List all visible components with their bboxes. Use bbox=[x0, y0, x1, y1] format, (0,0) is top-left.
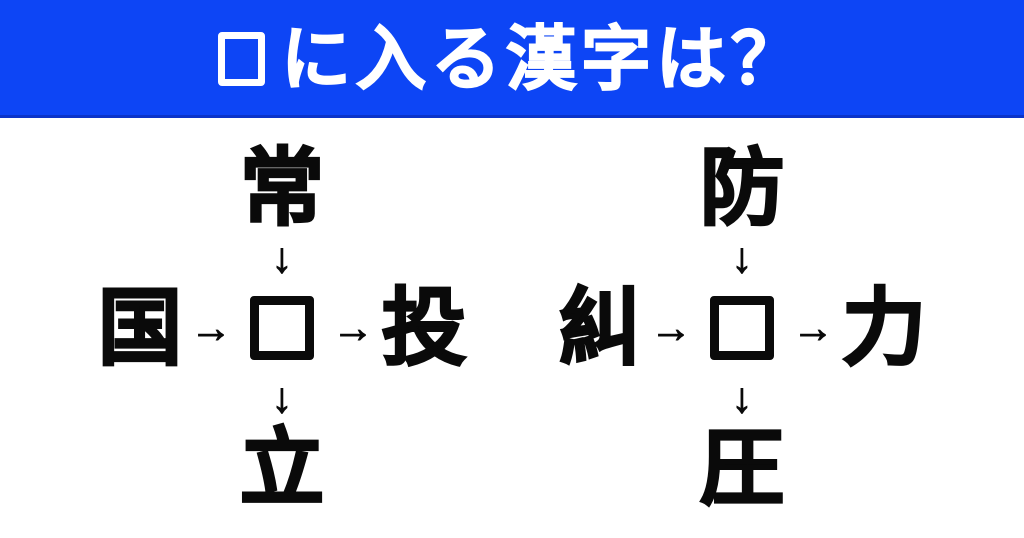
arrow-right-icon: → bbox=[792, 304, 835, 351]
arrow-down-icon: ↓ bbox=[271, 234, 293, 281]
kanji-bottom: 立 bbox=[239, 421, 326, 515]
arrow-down-icon: ↓ bbox=[271, 374, 293, 421]
kanji-puzzle-right: 防 ↓ 糾 → → 力 ↓ 圧 bbox=[550, 138, 934, 538]
answer-box bbox=[710, 296, 774, 360]
kanji-top: 常 bbox=[239, 141, 326, 235]
header-banner: に入る漢字は？ bbox=[0, 0, 1024, 118]
empty-square-icon bbox=[710, 296, 774, 360]
kanji-left: 糾 bbox=[557, 281, 644, 375]
arrow-right-icon: → bbox=[190, 304, 233, 351]
title-text: に入る漢字は？ bbox=[280, 20, 806, 98]
answer-box bbox=[250, 296, 314, 360]
kanji-right: 力 bbox=[841, 281, 928, 375]
empty-square-icon bbox=[250, 296, 314, 360]
arrow-down-icon: ↓ bbox=[731, 374, 753, 421]
kanji-top: 防 bbox=[699, 141, 786, 235]
arrow-right-icon: → bbox=[650, 304, 693, 351]
arrow-down-icon: ↓ bbox=[731, 234, 753, 281]
kanji-left: 国 bbox=[97, 281, 184, 375]
puzzle-area: 常 ↓ 国 → → 投 ↓ 立 防 ↓ 糾 → → 力 ↓ 圧 bbox=[0, 118, 1024, 538]
kanji-puzzle-left: 常 ↓ 国 → → 投 ↓ 立 bbox=[90, 138, 474, 538]
kanji-right: 投 bbox=[381, 281, 468, 375]
blank-box-icon bbox=[218, 32, 265, 86]
kanji-bottom: 圧 bbox=[699, 421, 786, 515]
page-title: に入る漢字は？ bbox=[218, 20, 806, 98]
arrow-right-icon: → bbox=[332, 304, 375, 351]
